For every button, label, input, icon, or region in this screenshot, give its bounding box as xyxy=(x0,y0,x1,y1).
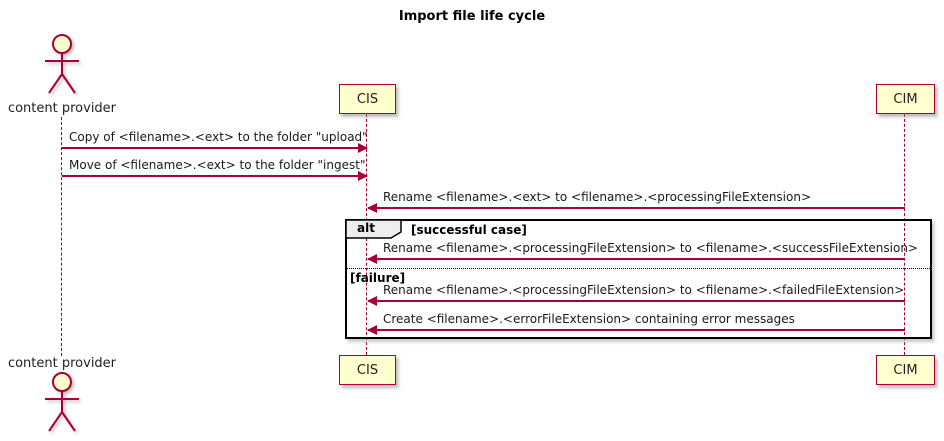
alt-fragment: alt [successful case] [failure] xyxy=(345,219,932,339)
message-line xyxy=(62,147,367,149)
actor-label-top: content provider xyxy=(7,101,117,116)
arrowhead-icon xyxy=(367,253,377,264)
pentagon-icon xyxy=(345,219,402,239)
message-text: Move of <filename>.<ext> to the folder "… xyxy=(69,158,366,172)
alt-operator-tab: alt xyxy=(345,219,402,239)
lifeline-content-provider xyxy=(61,117,62,356)
message-line xyxy=(368,207,905,209)
participant-cim-top: CIM xyxy=(876,84,935,114)
lifeline-cim xyxy=(904,114,905,355)
message-text: Rename <filename>.<ext> to <filename>.<p… xyxy=(383,190,812,204)
message-text: Copy of <filename>.<ext> to the folder "… xyxy=(69,130,368,144)
message-line xyxy=(368,258,905,260)
actor-icon xyxy=(45,372,79,432)
actor-label-bottom: content provider xyxy=(7,356,117,371)
actor-icon xyxy=(45,34,79,94)
message-line xyxy=(368,329,905,331)
alt-divider xyxy=(347,268,930,269)
participant-cis-bottom: CIS xyxy=(339,355,396,385)
alt-operator-label: alt xyxy=(357,221,375,235)
diagram-title: Import file life cycle xyxy=(398,9,546,24)
arrowhead-icon xyxy=(358,142,368,153)
participant-cis-top: CIS xyxy=(339,84,396,114)
message-text: Create <filename>.<errorFileExtension> c… xyxy=(383,312,795,326)
arrowhead-icon xyxy=(367,295,377,306)
message-text: Rename <filename>.<processingFileExtensi… xyxy=(383,241,918,255)
arrowhead-icon xyxy=(358,170,368,181)
message-line xyxy=(368,300,905,302)
alt-guard-failure: [failure] xyxy=(350,271,406,285)
alt-guard-success: [successful case] xyxy=(411,223,527,237)
message-text: Rename <filename>.<processingFileExtensi… xyxy=(383,283,905,297)
message-line xyxy=(62,175,367,177)
arrowhead-icon xyxy=(367,202,377,213)
arrowhead-icon xyxy=(367,324,377,335)
participant-cim-bottom: CIM xyxy=(876,355,935,385)
